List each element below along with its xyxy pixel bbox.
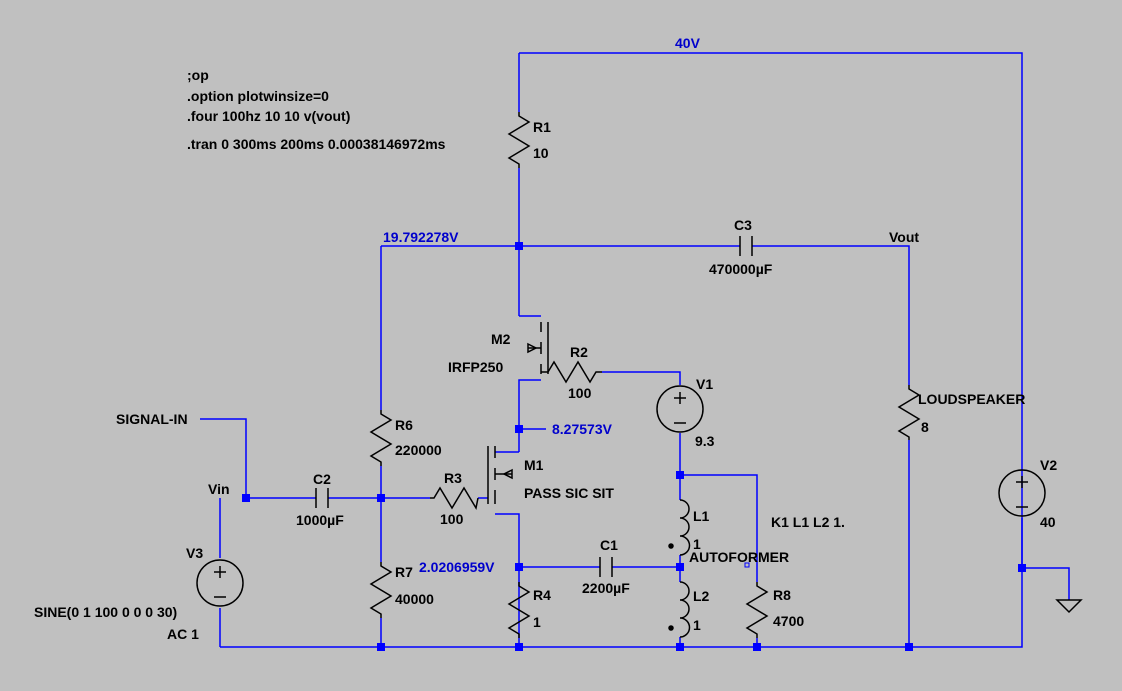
- r8-value: 4700: [773, 613, 804, 629]
- junction: [676, 563, 684, 571]
- net-label-vout[interactable]: Vout: [889, 229, 919, 245]
- c2-name: C2: [313, 471, 331, 487]
- resistor-loudspeaker[interactable]: [897, 385, 921, 440]
- wires: [200, 52, 1070, 648]
- r7-value: 40000: [395, 591, 434, 607]
- r7-name: R7: [395, 564, 413, 580]
- junctions: [242, 242, 1026, 651]
- net-voltage-drain: 19.792278V: [383, 229, 459, 245]
- autoformer-label: AUTOFORMER: [689, 549, 789, 565]
- junction: [515, 242, 523, 250]
- r3-value: 100: [440, 511, 464, 527]
- net-label-vin[interactable]: Vin: [208, 481, 230, 497]
- m2-name: M2: [491, 331, 511, 347]
- junction: [242, 494, 250, 502]
- net-voltage-source: 2.0206959V: [419, 559, 495, 575]
- l2-value: 1: [693, 617, 701, 633]
- junction: [515, 425, 523, 433]
- wire-v1-to-l1[interactable]: [679, 433, 758, 582]
- r8-name: R8: [773, 587, 791, 603]
- wire-m2-source[interactable]: [518, 379, 541, 452]
- junction: [515, 643, 523, 651]
- spice-directive-four[interactable]: .four 100hz 10 10 v(vout): [187, 108, 350, 124]
- r6-name: R6: [395, 417, 413, 433]
- mosfet-m2[interactable]: [527, 322, 549, 374]
- wire-m1-source[interactable]: [495, 513, 520, 582]
- v2-name: V2: [1040, 457, 1057, 473]
- v2-value: 40: [1040, 514, 1056, 530]
- wire-40v-rail[interactable]: [519, 52, 1023, 568]
- c1-value: 2200µF: [582, 580, 630, 596]
- resistor-r7[interactable]: [369, 562, 393, 618]
- c3-value: 470000µF: [709, 261, 773, 277]
- r1-name: R1: [533, 119, 551, 135]
- wire-r2-to-v1[interactable]: [602, 371, 681, 385]
- inductor-l2[interactable]: [668, 581, 691, 638]
- c1-name: C1: [600, 537, 618, 553]
- junction: [377, 494, 385, 502]
- junction: [676, 643, 684, 651]
- c3-name: C3: [734, 217, 752, 233]
- v3-value-ac: AC 1: [167, 626, 199, 642]
- resistor-r2[interactable]: [541, 360, 602, 384]
- resistor-r6[interactable]: [369, 410, 393, 466]
- r4-name: R4: [533, 587, 551, 603]
- junction: [676, 471, 684, 479]
- wire-c3-to-vout[interactable]: [752, 245, 910, 385]
- mosfet-m1[interactable]: [487, 446, 513, 504]
- wire-signal-in[interactable]: [200, 418, 247, 498]
- junction: [515, 563, 523, 571]
- ground-icon: [1055, 599, 1083, 614]
- r4-value: 1: [533, 614, 541, 630]
- voltage-source-v2[interactable]: [998, 469, 1046, 517]
- r1-value: 10: [533, 145, 549, 161]
- inductor-l1[interactable]: [668, 499, 691, 556]
- wire-ground-rail[interactable]: [220, 518, 1023, 648]
- r2-name: R2: [570, 344, 588, 360]
- junction: [753, 643, 761, 651]
- resistor-r4[interactable]: [507, 582, 531, 638]
- capacitor-c2[interactable]: [315, 488, 329, 508]
- voltage-source-v1[interactable]: [656, 385, 704, 433]
- l2-name: L2: [693, 588, 710, 604]
- spice-directive-op[interactable]: ;op: [187, 67, 209, 83]
- r6-value: 220000: [395, 442, 442, 458]
- loudspeaker-name: LOUDSPEAKER: [918, 391, 1025, 407]
- junction: [905, 643, 913, 651]
- wire-gnd-symbol[interactable]: [1022, 567, 1070, 600]
- capacitor-c3[interactable]: [739, 236, 753, 256]
- v1-value: 9.3: [695, 433, 715, 449]
- capacitor-c1[interactable]: [599, 557, 613, 577]
- coupling-directive[interactable]: K1 L1 L2 1.: [771, 514, 845, 530]
- m2-value: IRFP250: [448, 359, 503, 375]
- junction: [377, 643, 385, 651]
- spice-directive-option[interactable]: .option plotwinsize=0: [187, 88, 329, 104]
- v3-value-sine: SINE(0 1 100 0 0 0 30): [34, 604, 177, 620]
- resistor-r1[interactable]: [507, 112, 531, 168]
- c2-value: 1000µF: [296, 512, 344, 528]
- l1-name: L1: [693, 508, 710, 524]
- l1-value: 1: [693, 536, 701, 552]
- port-marker: [744, 562, 750, 568]
- loudspeaker-value: 8: [921, 419, 929, 435]
- r2-value: 100: [568, 385, 592, 401]
- net-voltage-mid: 8.27573V: [552, 421, 613, 437]
- r3-name: R3: [444, 470, 462, 486]
- v3-name: V3: [186, 545, 203, 561]
- net-voltage-40v: 40V: [675, 35, 701, 51]
- spice-directive-tran[interactable]: .tran 0 300ms 200ms 0.00038146972ms: [187, 136, 446, 152]
- voltage-source-v3[interactable]: [196, 559, 244, 607]
- m1-value: PASS SIC SIT: [524, 485, 614, 501]
- m1-name: M1: [524, 457, 544, 473]
- v1-name: V1: [696, 376, 713, 392]
- net-label-signal-in[interactable]: SIGNAL-IN: [116, 411, 188, 427]
- junction: [1018, 564, 1026, 572]
- resistor-r3[interactable]: [430, 486, 479, 511]
- resistor-r8[interactable]: [745, 582, 769, 638]
